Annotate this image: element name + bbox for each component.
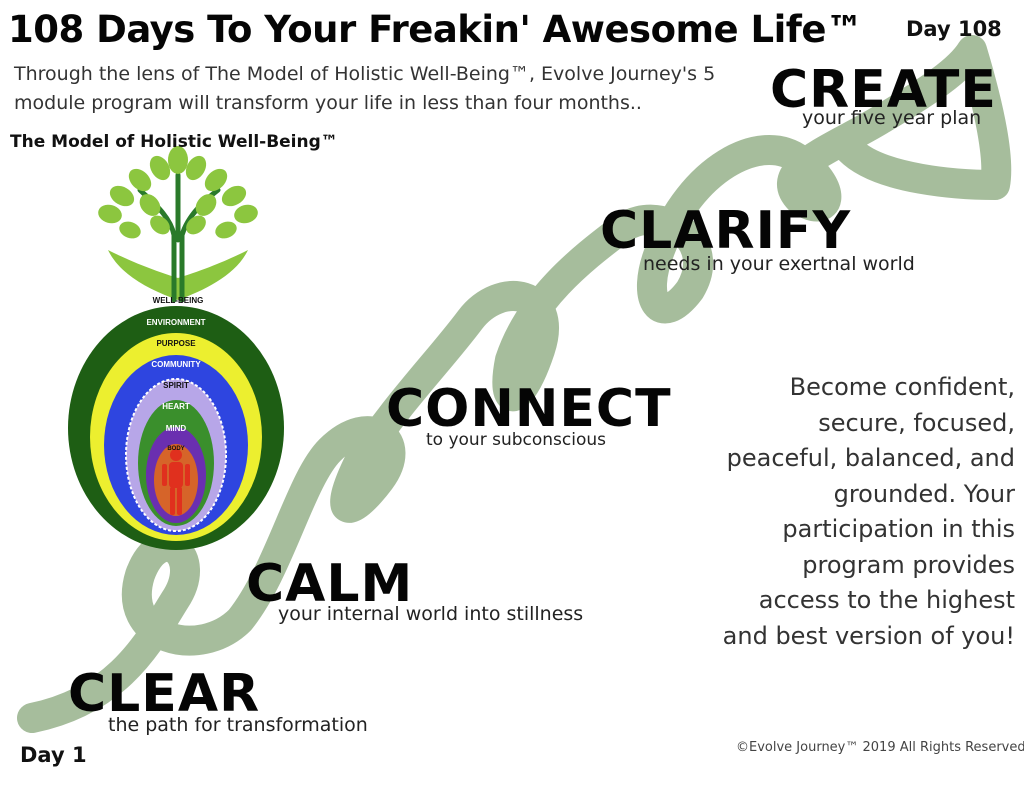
stage-create-sub: your five year plan bbox=[802, 107, 982, 129]
page-title: 108 Days To Your Freakin' Awesome Life™ bbox=[8, 8, 863, 51]
stage-connect-sub: to your subconscious bbox=[426, 430, 607, 450]
growth-spiral bbox=[17, 35, 1012, 733]
leaf-icon bbox=[98, 146, 258, 239]
hands-icon bbox=[108, 250, 248, 300]
promise-text: Become confident, secure, focused, peace… bbox=[722, 373, 1015, 650]
stage-calm-sub: your internal world into stillness bbox=[278, 603, 584, 625]
stage-clarify-word: CLARIFY bbox=[600, 201, 852, 261]
stage-clarify-sub: needs in your exertnal world bbox=[643, 253, 915, 275]
stage-calm-word: CALM bbox=[246, 554, 414, 614]
ring-label: MIND bbox=[166, 424, 187, 433]
day-end-label: Day 108 bbox=[906, 17, 1002, 41]
model-illustration: WELL-BEING ENVIRONMENT PURPOSE COMMUNITY… bbox=[68, 146, 284, 550]
ring-label: BODY bbox=[167, 446, 184, 452]
day-start-label: Day 1 bbox=[20, 743, 87, 767]
copyright-text: ©Evolve Journey™ 2019 All Rights Reserve… bbox=[736, 740, 1024, 755]
ring-label: HEART bbox=[162, 402, 190, 411]
ring-label: SPIRIT bbox=[163, 381, 189, 390]
tree-trunk bbox=[137, 172, 221, 303]
ring-label: PURPOSE bbox=[156, 339, 196, 348]
intro-text: Through the lens of The Model of Holisti… bbox=[14, 63, 716, 114]
stage-clear-sub: the path for transformation bbox=[108, 714, 368, 736]
ring-label: WELL-BEING bbox=[153, 296, 204, 305]
ring-label: ENVIRONMENT bbox=[146, 318, 205, 327]
stage-connect-word: CONNECT bbox=[386, 379, 672, 439]
stage-create-word: CREATE bbox=[770, 60, 997, 120]
stage-clear-word: CLEAR bbox=[68, 664, 261, 724]
body-figure-icon bbox=[162, 449, 190, 515]
ring-label: COMMUNITY bbox=[151, 360, 201, 369]
model-title: The Model of Holistic Well-Being™ bbox=[10, 132, 338, 152]
